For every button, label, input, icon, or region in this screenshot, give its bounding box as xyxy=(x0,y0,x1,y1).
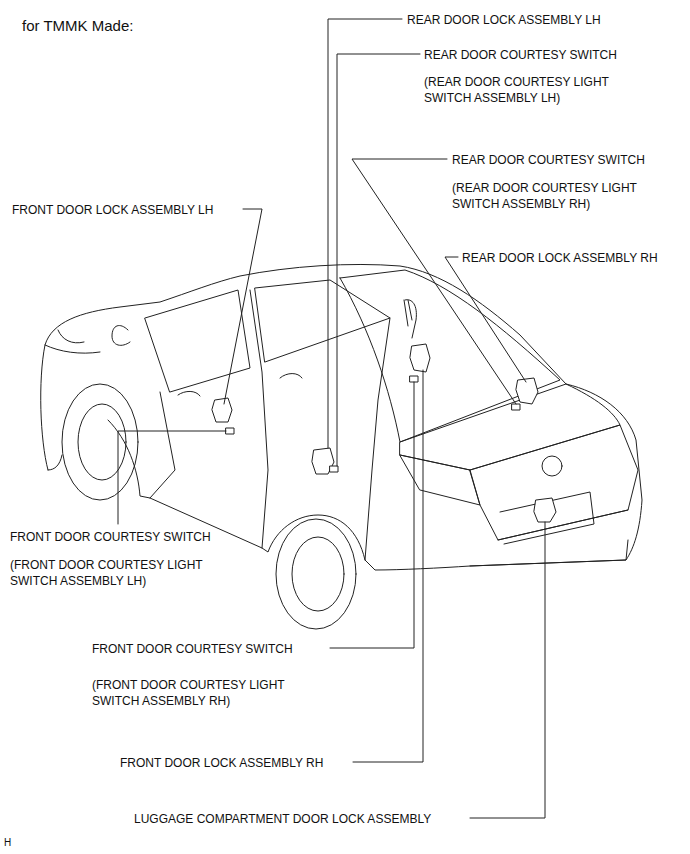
switch-symbols xyxy=(226,376,520,472)
part-label: FRONT DOOR LOCK ASSEMBLY LH xyxy=(12,202,213,218)
part-label: REAR DOOR COURTESY SWITCH xyxy=(452,152,645,168)
door-handles xyxy=(178,374,302,397)
part-label: (REAR DOOR COURTESY LIGHT SWITCH ASSEMBL… xyxy=(452,180,680,212)
rear-face xyxy=(400,425,638,540)
figure-code: H xyxy=(4,836,11,850)
part-label: FRONT DOOR LOCK ASSEMBLY RH xyxy=(120,755,323,771)
part-label: (FRONT DOOR COURTESY LIGHT SWITCH ASSEMB… xyxy=(92,677,320,709)
front-wheel-rim xyxy=(78,404,126,480)
rear-side-window xyxy=(255,280,390,362)
trunk-lid xyxy=(400,384,620,470)
rear-window xyxy=(340,270,560,442)
part-label: (FRONT DOOR COURTESY LIGHT SWITCH ASSEMB… xyxy=(10,557,238,589)
rear-bumper xyxy=(470,492,628,566)
part-label: REAR DOOR LOCK ASSEMBLY RH xyxy=(462,250,658,266)
heading: for TMMK Made: xyxy=(22,17,133,35)
interior-seat xyxy=(405,300,416,338)
front-side-window xyxy=(145,290,250,392)
part-label: FRONT DOOR COURTESY SWITCH xyxy=(92,641,293,657)
rear-wheel xyxy=(276,519,356,629)
part-label: FRONT DOOR COURTESY SWITCH xyxy=(10,529,211,545)
front-wheel xyxy=(62,384,138,500)
part-label: LUGGAGE COMPARTMENT DOOR LOCK ASSEMBLY xyxy=(134,811,431,827)
rear-wheel-rim xyxy=(292,537,344,611)
part-label: REAR DOOR LOCK ASSEMBLY LH xyxy=(407,12,601,28)
rear-emblem xyxy=(542,456,562,476)
side-mirror xyxy=(112,325,130,345)
part-label: REAR DOOR COURTESY SWITCH xyxy=(424,47,617,63)
rear-window-inner xyxy=(404,300,412,326)
door-seams xyxy=(150,290,390,560)
part-label: (REAR DOOR COURTESY LIGHT SWITCH ASSEMBL… xyxy=(424,74,652,106)
car-body xyxy=(41,264,642,570)
lock-symbols xyxy=(212,344,556,522)
front-end xyxy=(45,330,100,470)
